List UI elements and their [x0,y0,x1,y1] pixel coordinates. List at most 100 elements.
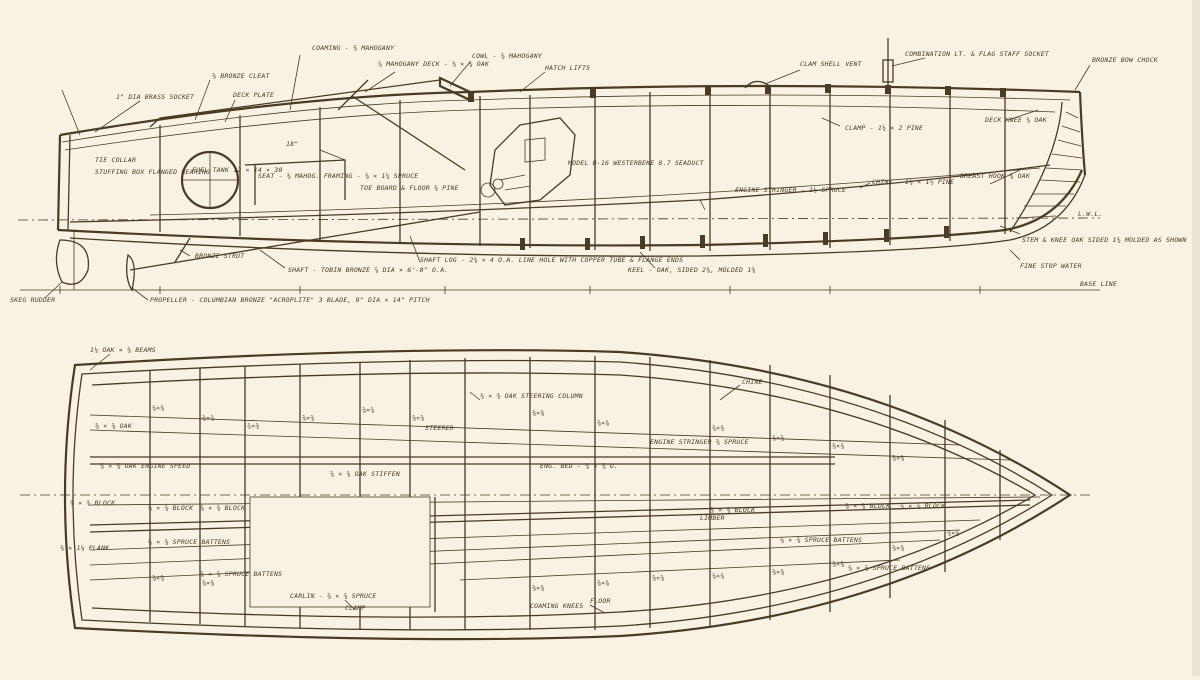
label-engine-stringer: ENGINE STRINGER - 1½ SPRUCE [735,186,846,194]
plan-label-sheer-beam: ⅝ × ⅝ OAK [95,422,133,430]
profile-stem-hatch [1015,111,1083,219]
svg-text:⅝×⅝: ⅝×⅝ [947,529,959,537]
profile-floors [520,226,949,250]
plan-label-spruce-battens-3: ⅝ × ⅝ SPRUCE BATTENS [780,536,862,544]
plan-label-carlin: CARLIN - ⅝ × ⅝ SPRUCE [290,592,376,600]
label-strut: BRONZE STRUT [195,252,245,260]
plan-label-block-3: ⅝ × ⅝ BLOCK [200,504,246,512]
profile-sheer-line [59,84,1081,137]
label-engine-model: MODEL B-16 WESTERBEKE 8.7 SEADUCT [567,159,705,167]
plan-label-steering: ⅝ × ⅝ OAK STEERING COLUMN [480,392,583,400]
plan-label-block-2: ⅝ × ⅝ BLOCK [148,504,194,512]
label-coaming: COAMING - ⅝ MAHOGANY [312,44,395,52]
svg-text:⅝×⅝: ⅝×⅝ [152,404,164,412]
profile-stem-inner [1009,101,1063,233]
plan-label-floor: FLOOR [590,597,611,605]
svg-text:⅝×⅝: ⅝×⅝ [772,434,784,442]
label-hatch-lifts: HATCH LIFTS [544,64,590,72]
plan-label-steerer: STEERER [425,424,454,432]
profile-engine [480,117,576,206]
profile-coaming [149,79,441,128]
plan-label-block-4: ⅝ × ⅝ BLOCK [710,506,756,514]
svg-text:⅝×⅝: ⅝×⅝ [712,424,724,432]
plan-label-block-5: ⅝ × ⅝ BLOCK [845,502,891,510]
label-deck-knee: DECK KNEE ⅝ OAK [984,116,1048,124]
label-stem: STEM & KNEE OAK SIDED 1⅝ MOLDED AS SHOWN [1022,236,1187,244]
plan-label-oak-stiffen: ⅝ × ⅝ OAK STIFFEN [330,470,400,478]
svg-text:⅝×⅝: ⅝×⅝ [597,419,609,427]
label-fine-stop-water: FINE STOP WATER [1020,262,1082,270]
label-deck-plate: ⅞ MAHOGANY DECK - ⅝ × ⅝ OAK [378,60,490,68]
profile-bottom-line [57,169,1084,247]
plan-cockpit-well [249,496,431,608]
label-fuel-tank: FUEL TANK 12 × 14 × 30 [192,166,283,174]
label-breast-hook: BREAST HOOK ⅝ OAK [960,172,1031,180]
plan-leaders [89,353,741,614]
svg-text:⅝×⅝: ⅝×⅝ [362,406,374,414]
plan-label-block-1: ⅝ × ⅝ BLOCK [70,499,116,507]
profile-lwl-line [17,217,1101,221]
combination-light-icon [882,59,894,83]
plan-view: ⅝×⅝ ⅝×⅝ ⅝×⅝ ⅝×⅝ ⅝×⅝ ⅝×⅝ ⅝×⅝ ⅝×⅝ ⅝×⅝ ⅝×⅝ … [20,346,1090,641]
svg-text:⅝×⅝: ⅝×⅝ [532,409,544,417]
profile-cowl [438,76,472,102]
label-clam-shell-vent: CLAM SHELL VENT [800,60,863,68]
label-base-line: BASE LINE [1080,280,1117,288]
svg-text:⅝×⅝: ⅝×⅝ [202,579,214,587]
profile-transom-inner [67,134,71,231]
profile-keel-line [69,174,1086,257]
profile-stringer-line [149,167,1041,216]
plan-label-engine-stringer: ENGINE STRINGER ⅝ SPRUCE [650,438,749,446]
svg-text:⅝×⅝: ⅝×⅝ [247,422,259,430]
svg-text:⅝×⅝: ⅝×⅝ [202,414,214,422]
label-cowl: COWL - ⅝ MAHOGANY [472,52,543,60]
plan-sheer-inner [72,359,1054,631]
label-chine: CHINE - 1¼ × 1½ PINE [872,178,954,186]
label-clamp: CLAMP - 1¼ × 2 PINE [845,124,923,132]
svg-text:⅝×⅝: ⅝×⅝ [892,544,904,552]
sheet-edge [1192,0,1200,676]
profile-stem [1078,91,1087,176]
profile-clamp [64,105,1056,151]
rudder-icon [55,239,90,285]
plan-label-clamp: CLAMP [345,604,366,612]
plan-frame-tags: ⅝×⅝ ⅝×⅝ ⅝×⅝ ⅝×⅝ ⅝×⅝ ⅝×⅝ ⅝×⅝ ⅝×⅝ ⅝×⅝ ⅝×⅝ … [152,404,959,592]
label-tie-collar: TIE COLLAR [95,156,136,164]
profile-chine-line [69,164,1051,223]
label-dimension: 18" [286,140,298,148]
label-bronze-cleat: ⅝ BRONZE CLEAT [212,72,270,80]
label-seat: SEAT - ⅝ MAHOG. FRAMING - ⅝ × 1¼ SPRUCE [258,172,418,180]
fuel-tank-section [182,152,238,208]
profile-shaft [129,211,481,271]
profile-frames [159,87,1006,251]
label-shaft-log: SHAFT LOG - 2⅝ × 4 O.A. LINE HOLE WITH C… [420,256,683,264]
svg-text:⅝×⅝: ⅝×⅝ [892,454,904,462]
label-toe-board: TOE BOARD & FLOOR ⅝ PINE [360,184,459,192]
svg-text:⅝×⅝: ⅝×⅝ [832,442,844,450]
label-stuffing-box: STUFFING BOX FLANGED BEARING [95,168,210,176]
plan-label-stiffener: ⅝ × ⅝ OAK ENGINE SPEED [100,462,191,470]
clam-shell-vent-icon [744,80,771,89]
label-propeller: PROPELLER - COLUMBIAN BRONZE "ACROPLITE"… [150,296,430,304]
plan-label-chine: CHINE [742,378,763,386]
plan-label-engine-bed: ENG. BED - ⅝ × ⅝ O. [540,462,618,470]
profile-steering-wheel [337,79,369,111]
label-rudder: SKEG RUDDER [10,296,55,304]
plan-hull-outline [63,349,1073,641]
svg-text:⅝×⅝: ⅝×⅝ [152,574,164,582]
base-line-ticks [59,286,981,294]
plan-longitudinals [89,414,1041,581]
plan-label-plank: ⅝ × 1¼ PLANK [60,544,110,552]
plan-frames [149,356,1001,630]
profile-deck-inner [61,94,1071,143]
svg-text:⅝×⅝: ⅝×⅝ [772,568,784,576]
plan-label-deck-beams: 1¼ OAK × ⅝ BEAMS [90,346,156,354]
plan-chine-line [91,372,1037,618]
label-combination-light: COMBINATION LT. & FLAG STAFF SOCKET [905,50,1050,58]
profile-view: COAMING - ⅝ MAHOGANY ⅞ MAHOGANY DECK - ⅝… [10,38,1187,304]
profile-transom [56,134,62,231]
plan-label-limber: LIMBER [700,514,725,522]
svg-text:⅝×⅝: ⅝×⅝ [712,572,724,580]
plan-label-spruce-battens-2: ⅝ × ⅝ SPRUCE BATTENS [200,570,282,578]
